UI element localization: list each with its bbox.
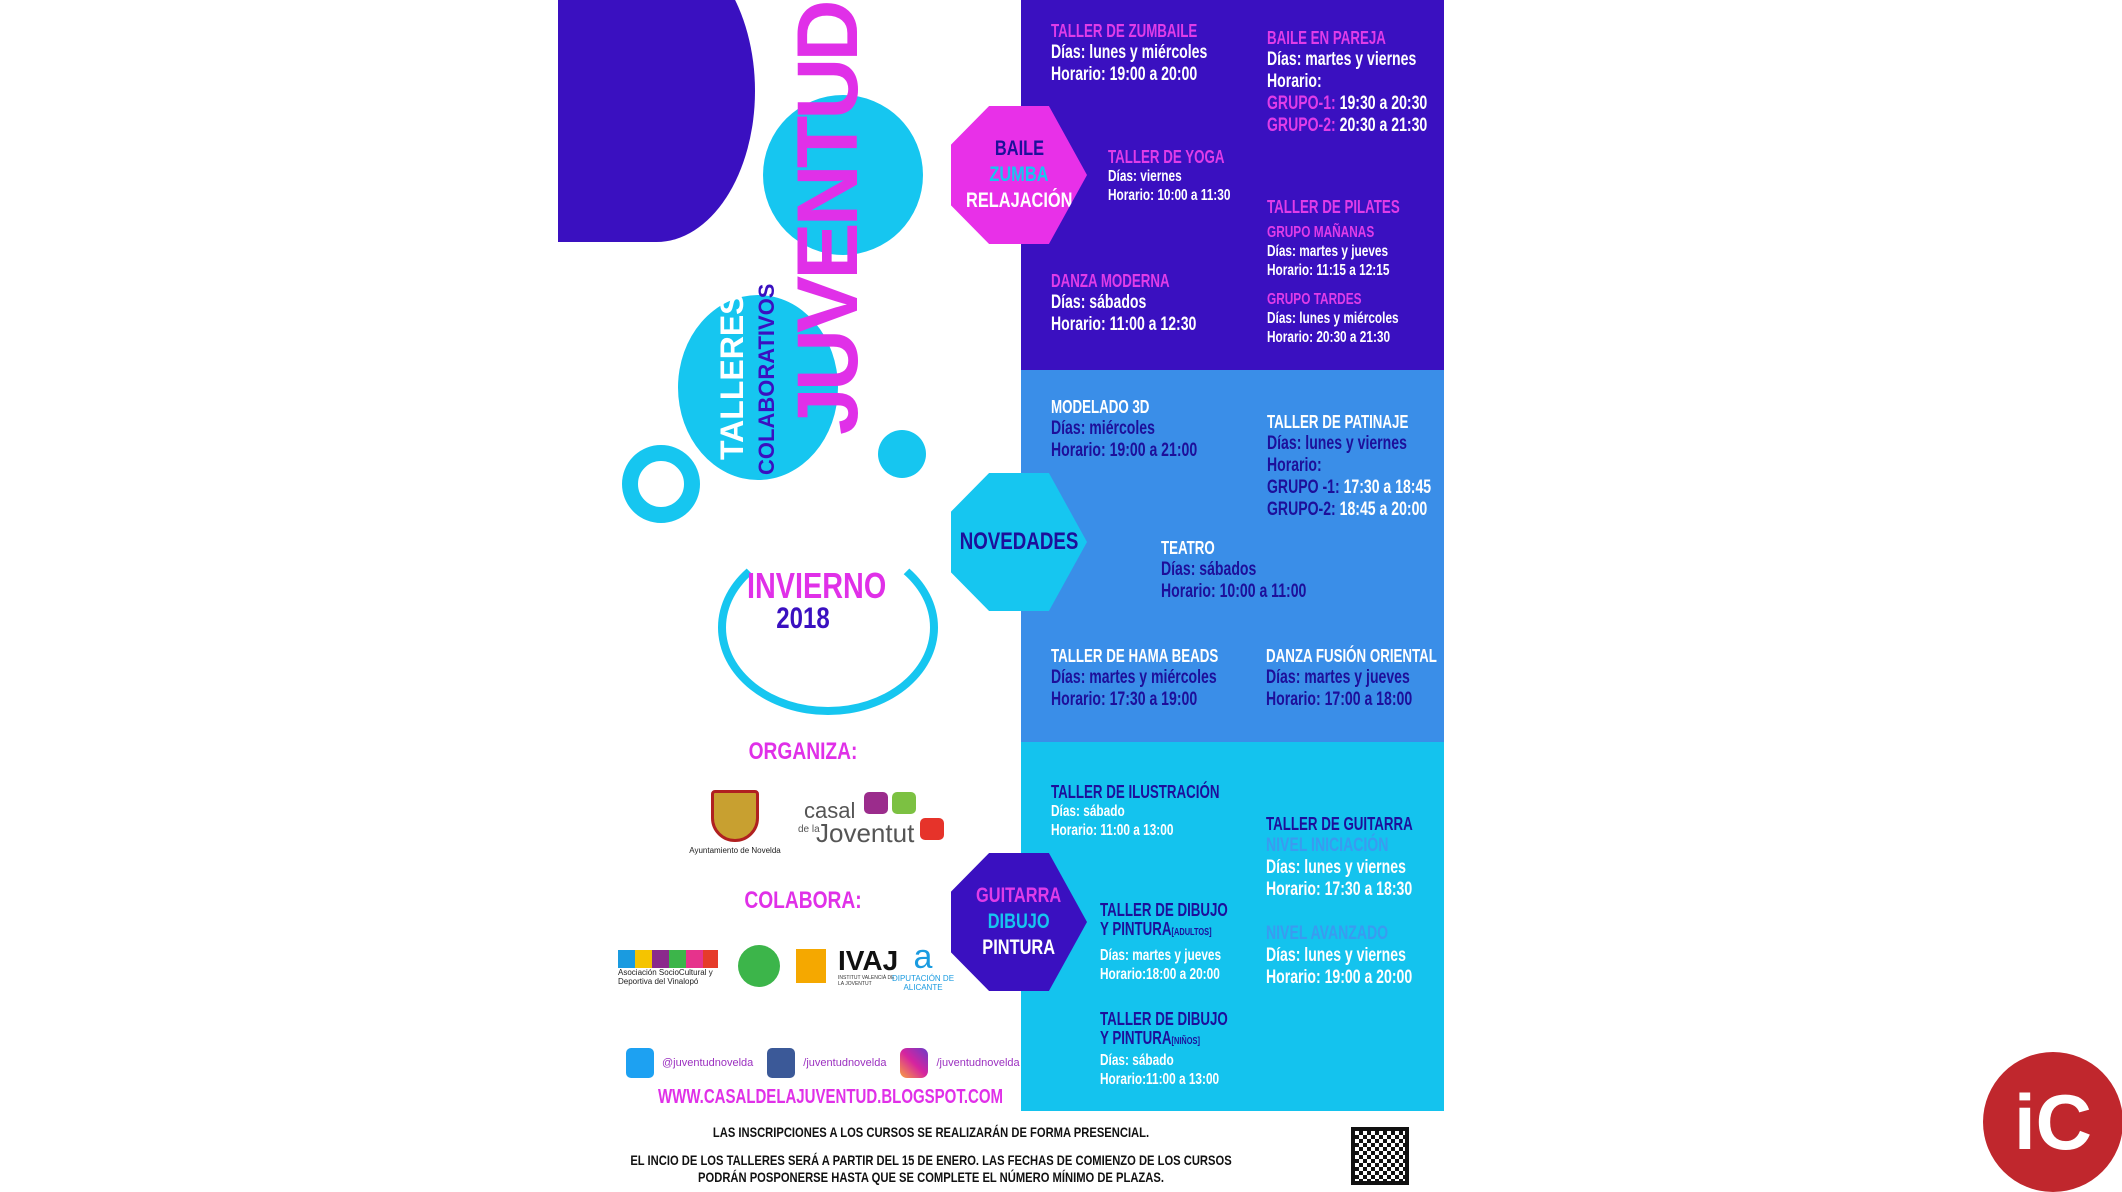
footer-note-1: LAS INSCRIPCIONES A LOS CURSOS SE REALIZ… — [712, 1124, 1150, 1140]
ayuntamiento-logo: Ayuntamiento de Novelda — [680, 790, 790, 855]
colabora-heading: COLABORA: — [744, 887, 862, 914]
year-label: 2018 — [776, 602, 830, 635]
cyan-dot-decor — [878, 430, 926, 478]
novelda-jove-logo — [738, 945, 780, 987]
colaborativos-label: COLABORATIVOS — [754, 283, 779, 475]
casal-joventut-logo: casal de la Joventut — [798, 790, 958, 850]
workshop-dibujo-ninos: TALLER DE DIBUJO Y PINTURA[NIÑOS] Días: … — [1100, 1009, 1228, 1089]
section-novedades — [1021, 370, 1444, 742]
footer-note-2: EL INCIO DE LOS TALLERES SERÁ A PARTIR D… — [630, 1152, 1232, 1168]
section-dance — [1021, 0, 1444, 370]
poster: JUVENTUD TALLERES COLABORATIVOS INVIERNO… — [558, 0, 1444, 1190]
social-links: @juventudnovelda /juventudnovelda /juven… — [626, 1048, 1020, 1078]
workshop-dibujo-adultos: TALLER DE DIBUJO Y PINTURA[ADULTOS] Días… — [1100, 900, 1228, 984]
ivaj-logo: IVAJ INSTITUT VALENCIÀ DE LA JOVENTUT — [796, 945, 906, 987]
footer-note-3: PODRÁN POSPONERSE HASTA QUE SE COMPLETE … — [698, 1169, 1164, 1185]
qr-code[interactable] — [1351, 1127, 1409, 1185]
instagram-handle[interactable]: /juventudnovelda — [936, 1057, 1020, 1069]
instagram-icon — [900, 1048, 929, 1078]
website-link[interactable]: WWW.CASALDELAJUVENTUD.BLOGSPOT.COM — [658, 1086, 1003, 1108]
season-label: INVIERNO — [747, 565, 887, 606]
juventud-title: JUVENTUD — [780, 3, 876, 435]
facebook-icon — [767, 1048, 796, 1078]
cyan-circle-decor — [678, 295, 838, 480]
twitter-handle[interactable]: @juventudnovelda — [662, 1057, 754, 1069]
facebook-handle[interactable]: /juventudnovelda — [803, 1057, 887, 1069]
asociacion-logo: Asociación SocioCultural y Deportiva del… — [618, 950, 718, 986]
site-badge-logo: iC — [1983, 1052, 2122, 1192]
diputacion-logo: a DIPUTACIÓN DE ALICANTE — [891, 938, 955, 992]
arc-decor — [718, 540, 938, 715]
organiza-heading: ORGANIZA: — [748, 738, 858, 765]
twitter-icon — [626, 1048, 654, 1078]
cyan-circle-decor — [763, 95, 923, 255]
ring-decor — [622, 445, 700, 523]
purple-circle-decor — [558, 0, 755, 242]
section-art — [1021, 742, 1444, 1111]
talleres-label: TALLERES — [714, 293, 750, 460]
